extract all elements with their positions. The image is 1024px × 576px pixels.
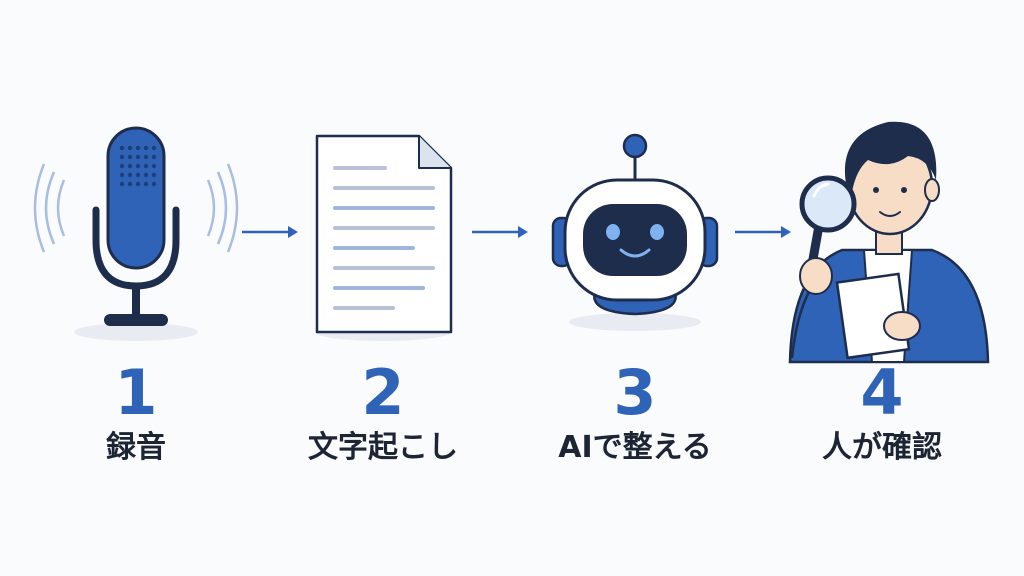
person-magnifier-icon (772, 100, 992, 370)
step-label: 人が確認 (822, 430, 942, 465)
step-record: 1 録音 (26, 100, 246, 480)
step-label: AIで整える (558, 430, 712, 465)
arrow-right-icon (472, 226, 528, 238)
document-icon (273, 100, 493, 370)
step-label: 録音 (106, 430, 166, 465)
step-label: 文字起こし (308, 430, 458, 465)
step-human-review: 4 人が確認 (772, 100, 992, 480)
step-number: 4 (860, 356, 904, 429)
step-transcribe: 2 文字起こし (273, 100, 493, 480)
step-ai-refine: 3 AIで整える (525, 100, 745, 480)
arrow-right-icon (735, 226, 791, 238)
robot-icon (525, 100, 745, 370)
step-number: 3 (613, 356, 657, 429)
step-number: 2 (361, 356, 405, 429)
arrow-right-icon (242, 226, 298, 238)
microphone-icon (26, 100, 246, 370)
step-number: 1 (114, 356, 158, 429)
